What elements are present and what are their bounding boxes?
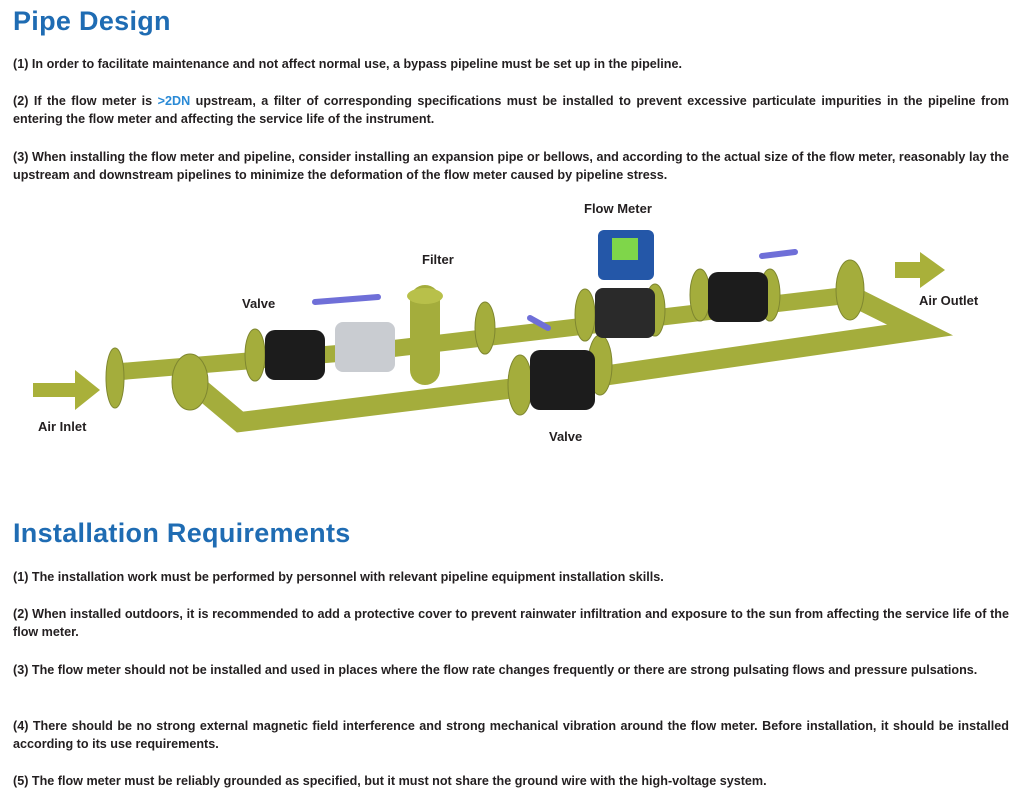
flow-meter-device <box>598 230 654 280</box>
pipe-design-item-2: (2) If the flow meter is >2DN upstream, … <box>13 92 1009 128</box>
installation-item-5: (5) The flow meter must be reliably grou… <box>13 774 767 788</box>
pipeline-diagram <box>33 230 954 433</box>
valve-handles <box>312 249 798 331</box>
label-filter: Filter <box>422 252 454 267</box>
installation-item-1: (1) The installation work must be perfor… <box>13 570 664 584</box>
section-title-installation: Installation Requirements <box>13 518 351 548</box>
section-title-pipe-design: Pipe Design <box>13 6 171 36</box>
label-valve-bottom: Valve <box>549 429 583 444</box>
installation-item-4: (4) There should be no strong external m… <box>13 719 1009 751</box>
pipe-design-item-1: (1) In order to facilitate maintenance a… <box>13 57 682 71</box>
pipe-design-item-3: (3) When installing the flow meter and p… <box>13 150 1009 182</box>
inlet-arrow-icon <box>33 370 100 410</box>
label-flow-meter: Flow Meter <box>584 201 652 216</box>
valves <box>265 272 768 410</box>
arrows <box>33 252 945 410</box>
installation-item-2: (2) When installed outdoors, it is recom… <box>13 607 1009 639</box>
item-2-highlight: >2DN <box>157 94 191 108</box>
outlet-arrow-icon <box>895 252 945 288</box>
item-2-post: upstream, a filter of corresponding spec… <box>13 94 1009 126</box>
label-valve-top: Valve <box>242 296 276 311</box>
label-air-inlet: Air Inlet <box>38 419 87 434</box>
installation-item-3: (3) The flow meter should not be install… <box>13 663 978 677</box>
item-2-pre: (2) If the flow meter is <box>13 94 158 108</box>
label-air-outlet: Air Outlet <box>919 293 979 308</box>
